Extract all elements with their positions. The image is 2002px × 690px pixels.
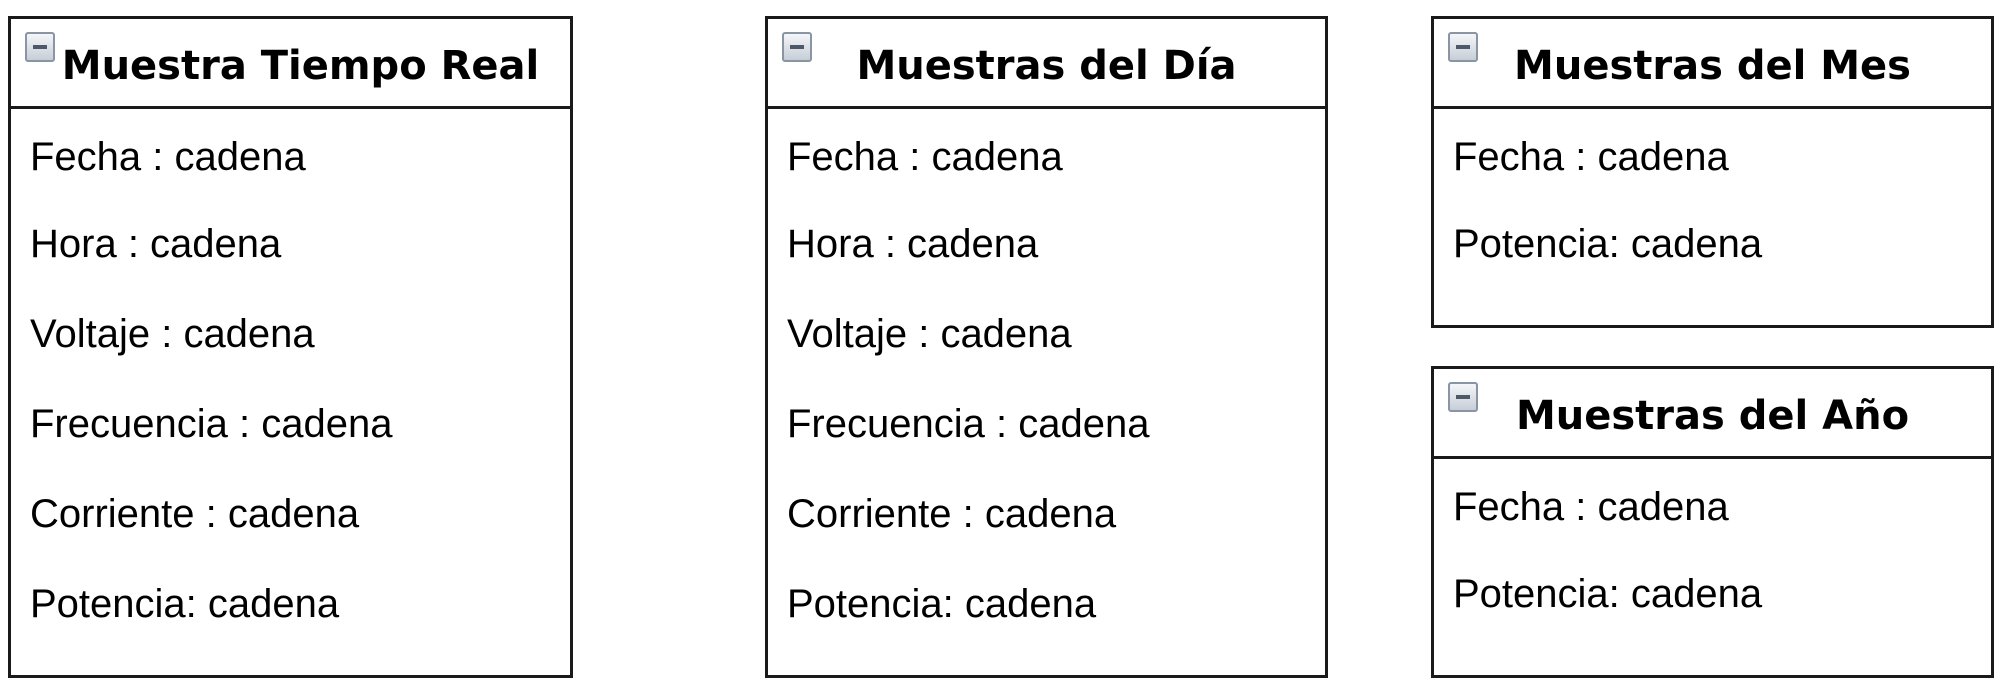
attribute-item: Corriente : cadena — [30, 492, 360, 536]
attribute-item: Hora : cadena — [787, 222, 1039, 266]
class-title: Muestras del Año — [1515, 392, 1910, 439]
attribute-item: Fecha : cadena — [787, 135, 1063, 179]
class-title: Muestra Tiempo Real — [61, 42, 540, 89]
class-box-muestras-del-ano[interactable]: Muestras del Año Fecha : cadena Potencia… — [1431, 366, 1994, 678]
class-title: Muestras del Mes — [1514, 42, 1911, 89]
attribute-item: Potencia: cadena — [787, 582, 1097, 626]
attribute-item: Fecha : cadena — [1453, 135, 1729, 179]
attribute-list: Fecha : cadena Hora : cadena Voltaje : c… — [11, 109, 570, 649]
collapse-minus-icon[interactable] — [25, 32, 55, 62]
attribute-item: Fecha : cadena — [30, 135, 306, 179]
attribute-item: Frecuencia : cadena — [787, 402, 1150, 446]
attribute-item: Potencia: cadena — [1453, 222, 1763, 266]
attribute-item: Fecha : cadena — [1453, 485, 1729, 529]
attribute-list: Fecha : cadena Potencia: cadena — [1434, 459, 1991, 639]
class-header: Muestras del Día — [768, 19, 1325, 109]
attribute-item: Potencia: cadena — [30, 582, 340, 626]
collapse-minus-icon[interactable] — [1448, 382, 1478, 412]
class-title: Muestras del Día — [856, 42, 1237, 89]
class-box-muestra-tiempo-real[interactable]: Muestra Tiempo Real Fecha : cadena Hora … — [8, 16, 573, 678]
attribute-item: Corriente : cadena — [787, 492, 1117, 536]
collapse-minus-icon[interactable] — [782, 32, 812, 62]
attribute-item: Hora : cadena — [30, 222, 282, 266]
attribute-item: Voltaje : cadena — [787, 312, 1072, 356]
attribute-list: Fecha : cadena Hora : cadena Voltaje : c… — [768, 109, 1325, 649]
collapse-minus-icon[interactable] — [1448, 32, 1478, 62]
class-header: Muestra Tiempo Real — [11, 19, 570, 109]
class-box-muestras-del-dia[interactable]: Muestras del Día Fecha : cadena Hora : c… — [765, 16, 1328, 678]
class-header: Muestras del Mes — [1434, 19, 1991, 109]
attribute-item: Voltaje : cadena — [30, 312, 315, 356]
class-header: Muestras del Año — [1434, 369, 1991, 459]
attribute-item: Frecuencia : cadena — [30, 402, 393, 446]
attribute-list: Fecha : cadena Potencia: cadena — [1434, 109, 1991, 289]
attribute-item: Potencia: cadena — [1453, 572, 1763, 616]
class-box-muestras-del-mes[interactable]: Muestras del Mes Fecha : cadena Potencia… — [1431, 16, 1994, 328]
